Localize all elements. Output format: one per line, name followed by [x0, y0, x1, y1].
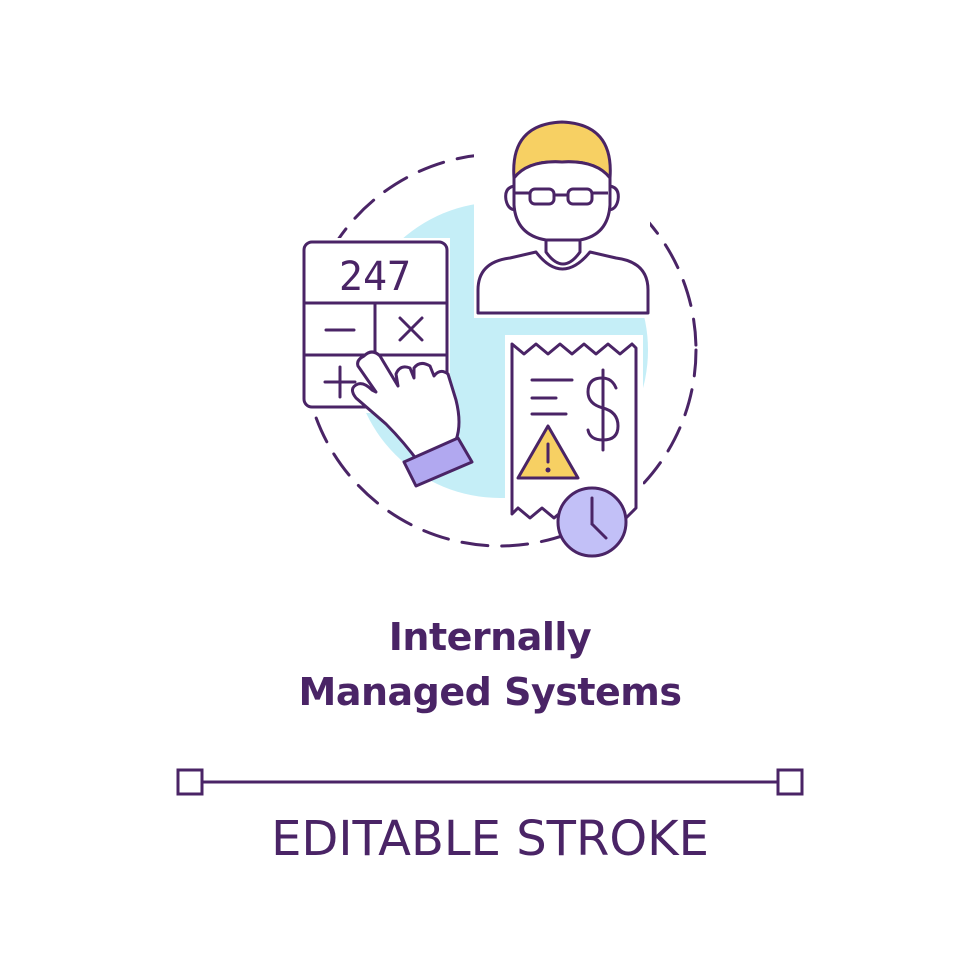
warning-triangle-icon	[516, 424, 580, 480]
calculator-display: 247	[339, 254, 411, 300]
calculator-icon: 247	[302, 240, 449, 409]
receipt-dollar-icon	[510, 342, 638, 520]
right-anchor-handle	[776, 768, 804, 796]
pointing-hand-icon	[351, 350, 474, 488]
title-line-1: Internally	[388, 615, 592, 659]
person-torso	[476, 250, 650, 315]
dollar-sign-icon	[586, 368, 620, 452]
person-face	[512, 160, 612, 242]
editable-stroke-line	[176, 768, 804, 796]
title-line-2: Managed Systems	[298, 670, 682, 714]
internally-managed-systems-illustration: 247	[302, 120, 698, 558]
hand-palm	[351, 350, 461, 466]
person-with-glasses-icon	[476, 120, 650, 315]
hand-cuff	[402, 436, 474, 488]
editable-stroke-caption: EDITABLE STROKE	[271, 811, 709, 867]
clock-icon	[556, 486, 628, 558]
left-anchor-handle	[176, 768, 204, 796]
